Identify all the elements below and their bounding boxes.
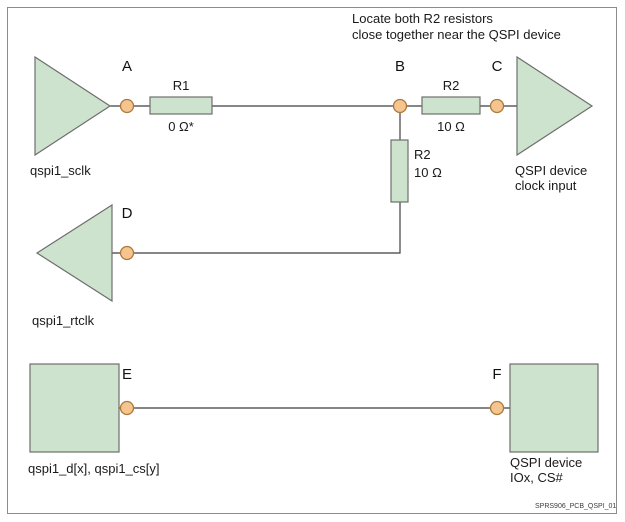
sclk-driver-triangle (34, 55, 112, 157)
diagram-border (7, 7, 617, 514)
resistor-r2-shunt-name: R2 (414, 147, 431, 162)
node-d (119, 245, 135, 261)
note-line-2: close together near the QSPI device (352, 27, 561, 42)
resistor-r2-series-body (421, 96, 481, 115)
figure-id: SPRS906_PCB_QSPI_01 (535, 503, 617, 510)
io-label-line-2: IOx, CS# (510, 470, 563, 485)
signal-label-data-cs: qspi1_d[x], qspi1_cs[y] (28, 461, 160, 476)
node-c (489, 98, 505, 114)
pin-label-f: F (492, 366, 502, 383)
pin-label-a: A (121, 58, 132, 75)
pin-label-e: E (121, 366, 132, 383)
qspi-device-io-block (509, 363, 599, 453)
signal-label-rtclk: qspi1_rtclk (32, 313, 95, 328)
node-f (489, 400, 505, 416)
note-line-1: Locate both R2 resistors (352, 11, 493, 26)
signal-label-sclk: qspi1_sclk (30, 163, 91, 178)
clock-input-label-line-2: clock input (515, 178, 577, 193)
resistor-r1-name: R1 (172, 78, 190, 93)
resistor-r2-series-value: 10 Ω (437, 119, 465, 134)
resistor-r2-shunt-body (390, 139, 409, 203)
node-b (392, 98, 408, 114)
pin-label-b: B (394, 58, 405, 75)
node-a (119, 98, 135, 114)
resistor-r1-body (149, 96, 213, 115)
qspi-clock-input-triangle (516, 55, 594, 157)
node-e (119, 400, 135, 416)
pin-label-c: C (491, 58, 503, 75)
resistor-r2-shunt-value: 10 Ω (414, 165, 442, 180)
soc-io-block (29, 363, 120, 453)
clock-input-label-line-1: QSPI device (515, 163, 588, 178)
wire-shunt-branch-to-rtclk (112, 106, 401, 254)
pin-label-d: D (121, 205, 133, 222)
io-label-line-1: QSPI device (510, 455, 583, 470)
resistor-r2-series-name: R2 (442, 78, 460, 93)
rtclk-receiver-triangle (35, 203, 113, 303)
resistor-r1-value: 0 Ω* (168, 119, 194, 134)
